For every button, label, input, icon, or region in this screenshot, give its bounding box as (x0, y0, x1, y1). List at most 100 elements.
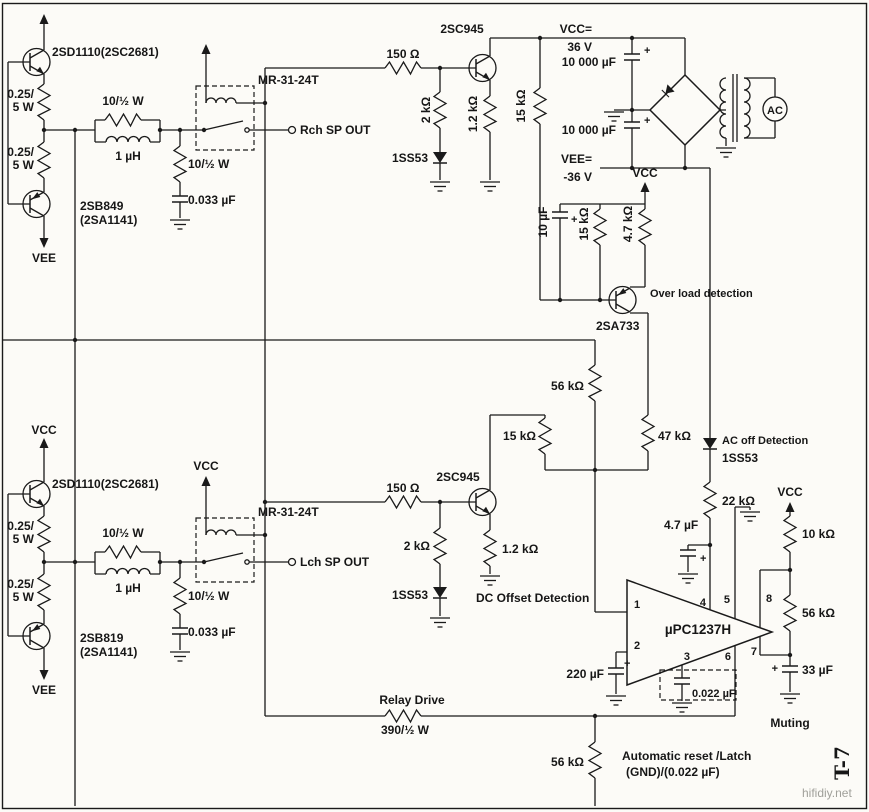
resistor-symbol (641, 414, 655, 452)
label-lch-vcc: VCC (31, 423, 57, 437)
label-acoff: AC off Detection (722, 435, 808, 447)
plus-sign: + (644, 115, 650, 127)
resistor-symbol (593, 208, 607, 246)
rail-arrow-icon (39, 14, 49, 24)
resistor-symbol (433, 91, 447, 129)
muting-network: VCC 10 kΩ 56 kΩ 33 µF + Muting (770, 485, 835, 730)
relay-contact (244, 559, 250, 565)
plus-sign: + (571, 214, 577, 226)
resistor-symbol (703, 481, 717, 519)
resistor-symbol (384, 709, 422, 723)
label-vee-eq: VEE= (561, 152, 592, 166)
resistor-symbol (173, 145, 187, 183)
resistor-symbol (483, 529, 497, 567)
label-lch-lpar: 1 µH (115, 581, 141, 595)
pin-1: 1 (634, 599, 640, 611)
label-c220: 220 µF (566, 667, 604, 681)
transformer-secondary-symbol (719, 77, 727, 139)
label-rch-re1a: 0.25/ (7, 87, 34, 101)
label-ovl-r56k: 56 kΩ (551, 379, 584, 393)
capacitor-symbol (551, 211, 569, 219)
label-rch-zobel-r: 10/½ W (188, 157, 230, 171)
label-lch-relay: MR-31-24T (258, 505, 319, 519)
resistor-symbol (37, 141, 51, 179)
label-1ss53-rch: 1SS53 (392, 151, 428, 165)
label-rch-pnp: 2SB849 (80, 199, 124, 213)
diode-symbol (702, 437, 718, 450)
label-ovl-r4k7: 4.7 kΩ (621, 205, 635, 242)
label-rch-re1b: 5 W (13, 100, 35, 114)
capacitor-symbol (623, 121, 641, 129)
label-r10k: 10 kΩ (802, 527, 835, 541)
ground-icon (429, 181, 451, 192)
label-cap2: 10 000 µF (562, 123, 616, 137)
lch-driver-cluster: 150 Ω 2SC945 2 kΩ 1.2 kΩ 1SS53 15 kΩ (265, 414, 595, 628)
label-rch-npn: 2SD1110(2SC2681) (52, 45, 159, 59)
wires-psu (600, 38, 776, 169)
resistor-symbol (483, 95, 497, 133)
label-reset1: Automatic reset /Latch (622, 749, 751, 763)
label-lch-re1b: 5 W (13, 532, 35, 546)
resistor-symbol (588, 741, 602, 779)
inductor-symbol (105, 135, 151, 143)
label-ac: AC (767, 105, 783, 117)
relay-drive-network: Relay Drive 390/½ W 56 kΩ (265, 693, 735, 806)
resistor-symbol (173, 577, 187, 615)
lch-output-stage: VCC 2SD1110(2SC2681) 0.25/ 5 W 0.25/ 5 W… (7, 423, 369, 697)
plus-sign: + (772, 663, 778, 675)
label-r2k-lch: 2 kΩ (404, 539, 431, 553)
resistor-symbol (37, 83, 51, 121)
ground-icon (479, 181, 501, 192)
label-lch-re2a: 0.25/ (7, 577, 34, 591)
wires-relay-drive (265, 715, 735, 806)
resistor-symbol (384, 61, 422, 75)
wires-ic (615, 506, 790, 716)
ground-icon (605, 695, 627, 706)
label-lch-zobel-c: 0.033 µF (188, 625, 236, 639)
label-ovl-vcc: VCC (632, 166, 658, 180)
label-r12k-rch: 1.2 kΩ (466, 95, 480, 132)
label-rch-re2a: 0.25/ (7, 145, 34, 159)
pin-3: 3 (684, 651, 690, 663)
ground-icon (603, 111, 625, 122)
label-r2k-rch: 2 kΩ (419, 96, 433, 123)
label-rch-out: Rch SP OUT (300, 123, 371, 137)
pin-8: 8 (766, 593, 772, 605)
transformer-primary-symbol (743, 77, 751, 139)
pin-7: 7 (751, 646, 757, 658)
ac-source-symbol (762, 96, 788, 122)
relay-supply-arrow-icon (201, 44, 211, 54)
label-lch-out: Lch SP OUT (300, 555, 370, 569)
label-mute-r56k: 56 kΩ (802, 606, 835, 620)
label-rch-zobel-c: 0.033 µF (188, 193, 236, 207)
rch-output-stage: 2SD1110(2SC2681) 0.25/ 5 W 0.25/ 5 W 10/… (7, 14, 371, 265)
pin-6: 6 (725, 651, 731, 663)
bridge-rectifier-symbol (648, 73, 722, 147)
capacitor-symbol (781, 665, 799, 673)
rch-driver-cluster: 150 Ω 2SC945 2 kΩ 1.2 kΩ 1SS53 15 kΩ (265, 22, 685, 300)
overload-detector: VCC 10 µF + 15 kΩ 4.7 kΩ Over load detec… (536, 166, 753, 613)
ground-icon (671, 702, 693, 713)
wires-overload (540, 192, 649, 613)
label-mute-vcc: VCC (777, 485, 803, 499)
relay-supply-arrow-icon (201, 476, 211, 486)
label-r15k-rch: 15 kΩ (514, 89, 528, 122)
label-vee-v: -36 V (563, 170, 592, 184)
label-2sc945-rch: 2SC945 (440, 22, 484, 36)
resistor-symbol (104, 113, 142, 127)
diode-symbol (432, 151, 448, 164)
rch-output-terminal (287, 125, 297, 135)
wires-driver-lch (265, 414, 595, 616)
relay-coil-symbol (205, 529, 237, 536)
pin-4: 4 (700, 597, 707, 609)
vcc-arrow-icon (785, 502, 795, 512)
ground-icon (715, 147, 737, 158)
label-reset2: (GND)/(0.022 µF) (626, 765, 720, 779)
relay-coil-symbol (205, 97, 237, 104)
label-rch-relay: MR-31-24T (258, 73, 319, 87)
label-rch-rpar: 10/½ W (102, 94, 144, 108)
label-lch-vee: VEE (32, 683, 56, 697)
label-vcc-v: 36 V (567, 40, 592, 54)
